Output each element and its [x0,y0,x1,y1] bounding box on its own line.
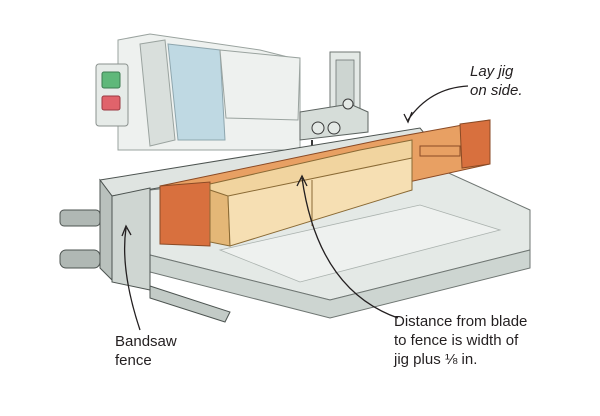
bandsaw-fence [59,127,431,323]
callout-fence-line2: fence [115,352,152,369]
leader-lay-jig [407,85,469,121]
callout-distance: Distance from blade to fence is width of… [394,312,527,369]
workpiece [209,139,413,247]
fence-handle [59,249,101,269]
jig-slot [419,145,461,157]
arrowhead-fence [121,224,132,237]
callout-fence-line1: Bandsaw [115,333,177,350]
callout-lay-jig-line2: on side. [470,82,523,99]
stop-button [101,95,121,111]
callout-bandsaw-fence: Bandsaw fence [115,332,177,370]
fence-rail [149,285,231,323]
callout-distance-line1: Distance from blade [394,313,528,330]
power-switch [95,63,129,127]
callout-lay-jig: Lay jig on side. [470,62,523,100]
callout-lay-jig-line1: Lay jig [470,63,514,80]
callout-distance-line3: jig plus ⅛ in. [394,351,478,368]
arrowhead-distance [296,174,308,187]
bandsaw-frame [117,33,301,151]
leader-lines [121,85,469,331]
jig-end-grain [159,181,211,247]
callout-distance-line2: to fence is width of [394,332,519,349]
leader-distance [301,177,399,319]
fence-lock-knob [59,209,101,227]
leader-fence [124,227,141,331]
arrowhead-lay-jig [403,111,413,124]
start-button [101,71,121,89]
